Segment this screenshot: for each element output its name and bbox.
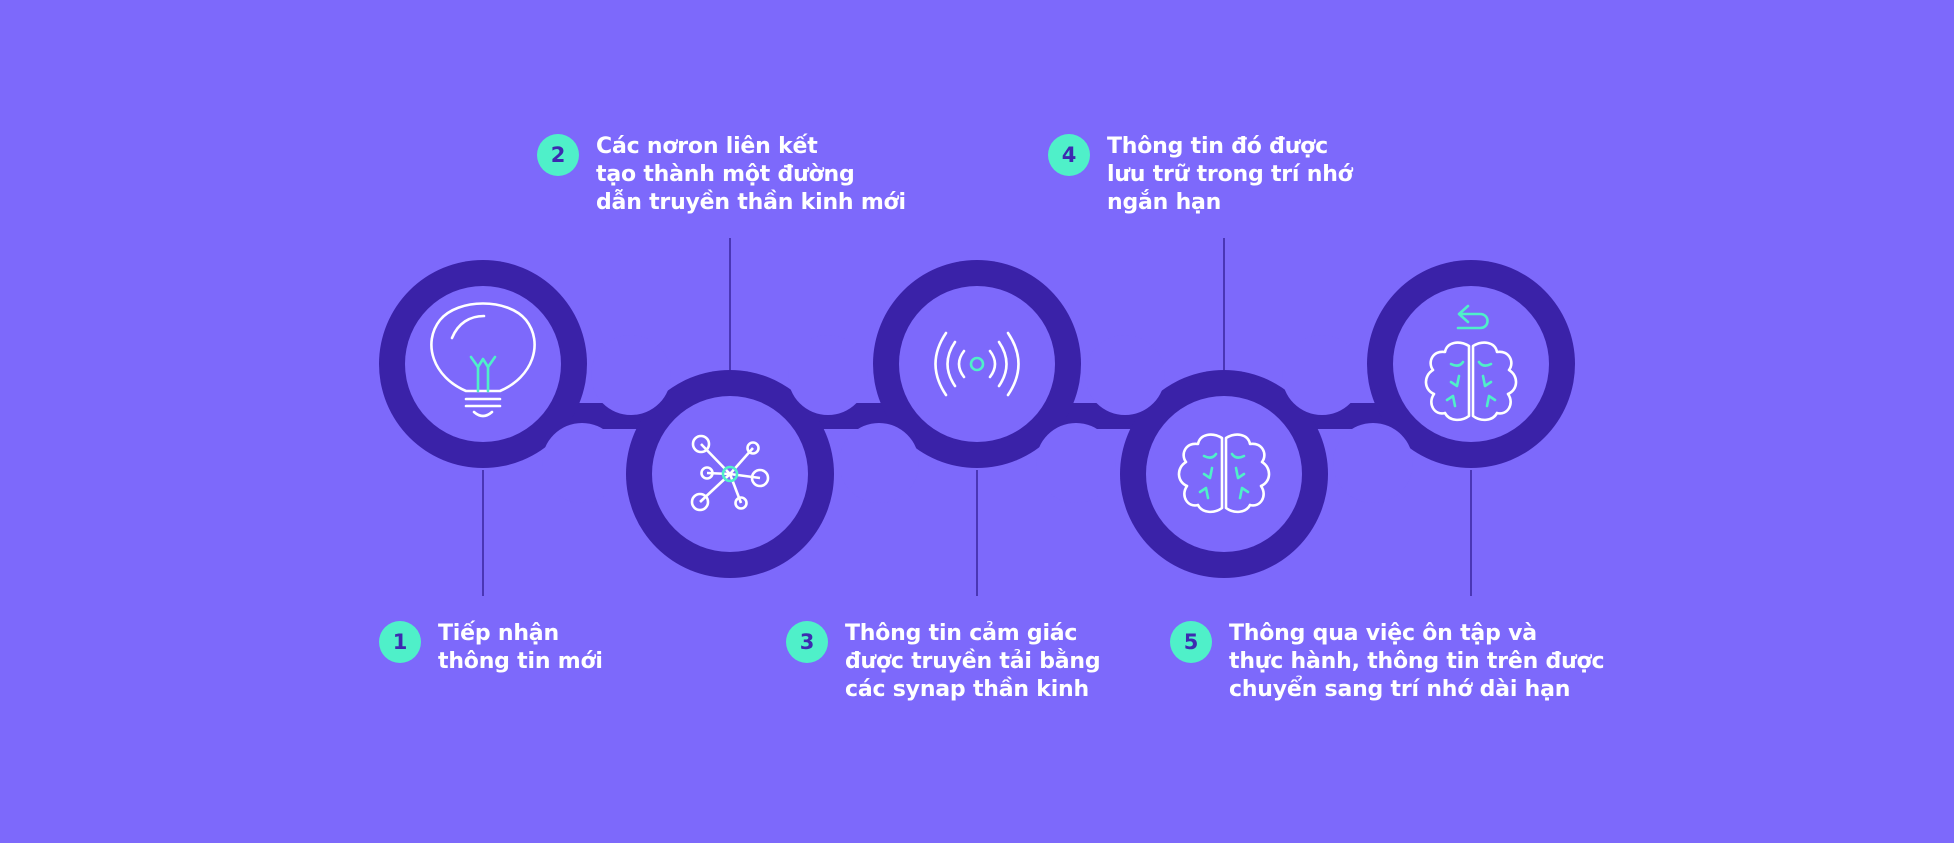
step-2: 2 Các nơron liên kết tạo thành một đường… (537, 133, 906, 217)
step-description: Thông tin đó được lưu trữ trong trí nhớ … (1107, 134, 1353, 215)
step-number-badge: 4 (1048, 134, 1090, 176)
brain-icon (1177, 433, 1271, 514)
step-5: 5 Thông qua việc ôn tập và thực hành, th… (1170, 620, 1605, 704)
step-number-badge: 2 (537, 134, 579, 176)
network-icon (690, 434, 770, 512)
brain-refresh-icon (1424, 304, 1518, 422)
step-4: 4 Thông tin đó được lưu trữ trong trí nh… (1048, 133, 1353, 217)
step-3: 3 Thông tin cảm giác được truyền tải bằn… (786, 620, 1101, 704)
connector-lines (482, 238, 1472, 596)
step-1: 1 Tiếp nhận thông tin mới (379, 620, 603, 676)
lightbulb-icon (430, 302, 536, 418)
step-description: Thông qua việc ôn tập và thực hành, thôn… (1229, 621, 1605, 702)
step-description: Thông tin cảm giác được truyền tải bằng … (845, 621, 1101, 702)
step-description: Các nơron liên kết tạo thành một đường d… (596, 134, 906, 215)
signal-icon (934, 331, 1020, 397)
track-scallops (542, 335, 1413, 503)
step-number-badge: 1 (379, 621, 421, 663)
step-number-badge: 5 (1170, 621, 1212, 663)
step-description: Tiếp nhận thông tin mới (438, 621, 603, 674)
step-number-badge: 3 (786, 621, 828, 663)
